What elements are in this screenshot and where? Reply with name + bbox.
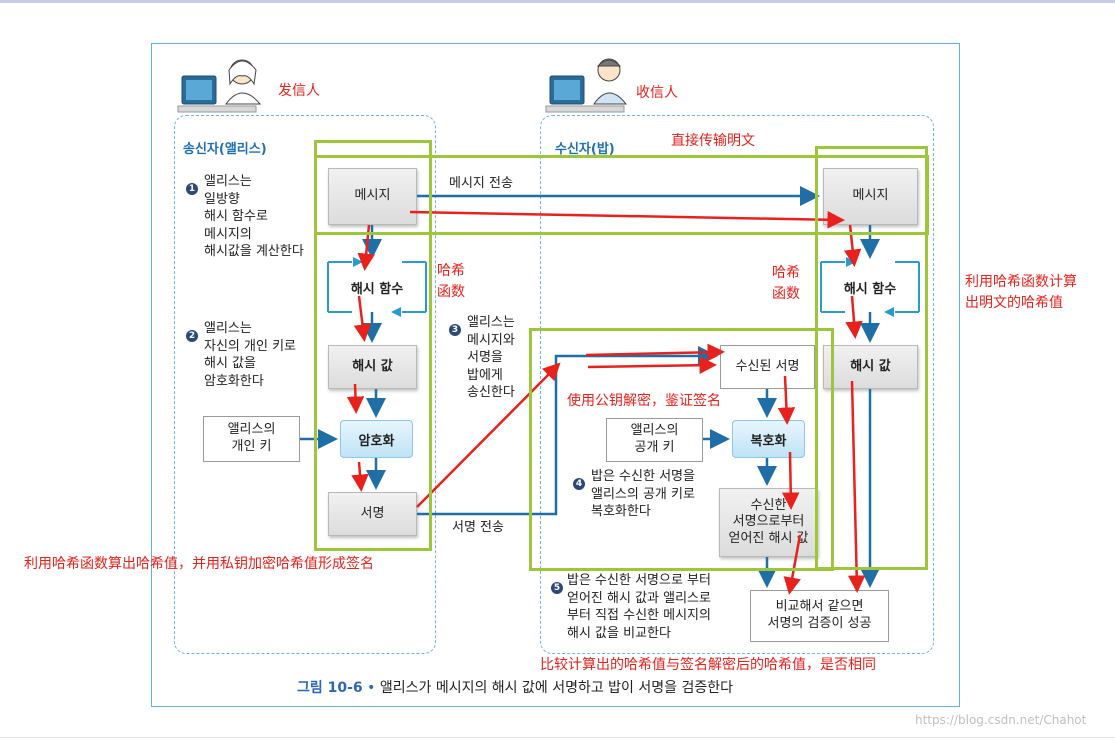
plaintext-direct-annotation: 直接传输明文 (671, 133, 755, 149)
decrypt-label: 복호화 (750, 433, 787, 449)
receiver-annotation: 收信人 (636, 85, 678, 101)
compare-annotation: 比较计算出的哈希值与签名解密后的哈希值，是否相同 (540, 657, 876, 673)
receiver-hash-function-label: 해시 함수 (843, 281, 897, 297)
sender-hash-value-box: 해시 값 (328, 345, 417, 389)
sender-region (174, 115, 436, 654)
hash-function-left-annotation: 哈希 函数 (437, 263, 465, 300)
step2-text: 앨리스는 자신의 개인 키로 해시 값을 암호화한다 (204, 321, 296, 389)
receiver-region (540, 115, 934, 654)
sender-person-icon (177, 59, 262, 113)
step4-marker: 4 (573, 472, 588, 491)
watermark: https://blog.csdn.net/Chahot (915, 713, 1087, 727)
compare-label: 비교해서 같으면 서명의 검증이 성공 (767, 599, 872, 631)
decrypt-verify-annotation: 使用公钥解密，鉴证签名 (567, 393, 721, 409)
decrypt-box: 복호화 (732, 420, 805, 458)
step1-number: 1 (186, 183, 198, 195)
receiver-hash-value-box: 해시 값 (823, 345, 918, 389)
step5-marker: 5 (551, 576, 566, 595)
step1-marker: 1 (186, 177, 201, 196)
compare-box: 비교해서 같으면 서명의 검증이 성공 (750, 590, 889, 642)
step3-text: 앨리스는 메시지와 서명을 밥에게 송신한다 (467, 315, 515, 400)
top-divider (0, 0, 1115, 3)
sender-message-box: 메시지 (328, 168, 417, 225)
step5-text: 밥은 수신한 서명으로 부터 얻어진 해시 값과 앨리스로 부터 직접 수신한 … (567, 573, 711, 641)
caption-text: 앨리스가 메시지의 해시 값에 서명하고 밥이 서명을 검증한다 (379, 680, 733, 696)
figure-caption: 그림 10-6 • 앨리스가 메시지의 해시 값에 서명하고 밥이 서명을 검증… (297, 680, 733, 696)
public-key-label: 앨리스의 공개 키 (630, 423, 679, 455)
decrypted-hash-box: 수신한 서명으로부터 얻어진 해시 값 (719, 488, 818, 557)
bottom-divider (0, 737, 1115, 738)
sender-message-label: 메시지 (354, 188, 391, 204)
encrypt-box: 암호화 (340, 420, 413, 458)
private-key-box: 앨리스의 개인 키 (203, 416, 300, 462)
receiver-person-icon (545, 58, 628, 113)
receiver-hash-value-label: 해시 값 (850, 358, 891, 374)
step4-text: 밥은 수신한 서명을 앨리스의 공개 키로 복호화한다 (591, 469, 695, 519)
decrypted-hash-label: 수신한 서명으로부터 얻어진 해시 값 (728, 498, 809, 546)
step3-number: 3 (449, 324, 461, 336)
step3-marker: 3 (449, 318, 464, 337)
sender-highlight-frame (314, 140, 432, 551)
verify-highlight-frame (529, 328, 834, 571)
sender-annotation: 发信人 (278, 83, 320, 99)
public-key-box: 앨리스의 공개 키 (606, 418, 703, 462)
encrypt-label: 암호화 (358, 433, 395, 449)
compute-hash-annotation: 利用哈希函数计算 出明文的哈希值 (965, 274, 1077, 311)
receiver-message-label: 메시지 (852, 188, 889, 204)
signature-label: 서명 (360, 505, 385, 521)
message-send-label: 메시지 전송 (449, 176, 513, 191)
receiver-hash-highlight-frame (815, 146, 928, 570)
sender-title: 송신자(앨리스) (183, 142, 267, 157)
step5-number: 5 (551, 582, 563, 594)
caption-label: 그림 10-6 (297, 680, 363, 696)
private-key-label: 앨리스의 개인 키 (227, 422, 276, 454)
received-signature-box: 수신된 서명 (720, 345, 815, 389)
step1-text: 앨리스는 일방향 해시 함수로 메시지의 해시값을 계산한다 (204, 174, 304, 259)
sender-hash-value-label: 해시 값 (352, 358, 393, 374)
signature-box: 서명 (328, 492, 417, 536)
sender-hash-function-label: 해시 함수 (350, 281, 404, 297)
receiver-title: 수신자(밥) (555, 142, 615, 157)
sign-annotation: 利用哈希函数算出哈希值，并用私钥加密哈希值形成签名 (24, 556, 374, 572)
received-signature-label: 수신된 서명 (735, 358, 800, 374)
hash-function-right-annotation: 哈希 函数 (772, 265, 800, 302)
step2-number: 2 (186, 330, 198, 342)
step4-number: 4 (573, 478, 585, 490)
step2-marker: 2 (186, 324, 201, 343)
signature-send-label: 서명 전송 (452, 520, 504, 535)
receiver-hash-function-box: 해시 함수 (821, 262, 919, 312)
sender-hash-function-box: 해시 함수 (328, 262, 426, 312)
